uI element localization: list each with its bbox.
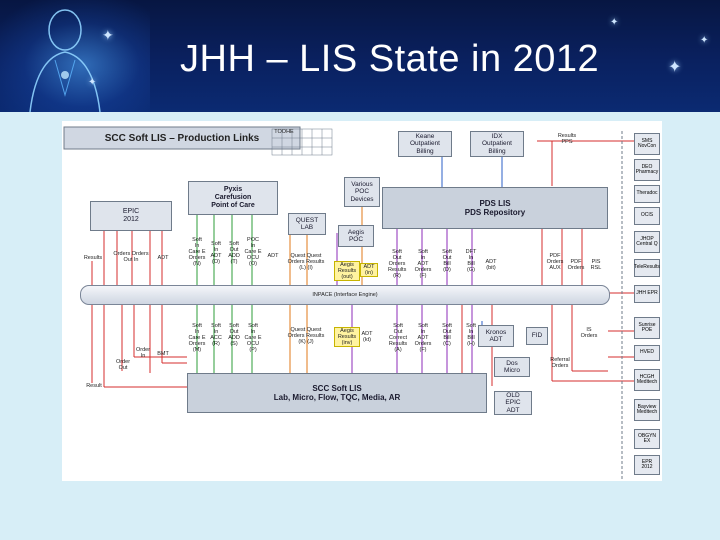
bottom-link-label: Referral Orders [550, 357, 570, 370]
sidebar-system: TeleResults [634, 259, 660, 277]
fid-box: FID [526, 327, 548, 345]
sparkle-icon: ✦ [102, 27, 114, 43]
orders-label: Orders Orders Out In [113, 251, 149, 264]
top-link-label: ADT [267, 253, 279, 259]
pyxis-box: Pyxis Carefusion Point of Care [188, 181, 278, 215]
sidebar-system: Bayview Meditech [634, 399, 660, 421]
idx-billing-box: IDX Outpatient Billing [470, 131, 524, 157]
sidebar-system: Theradoc [634, 185, 660, 203]
top-link-label: PIS RSL [590, 259, 602, 272]
sidebar-system: HCGH Meditech [634, 369, 660, 391]
connection-lines [63, 126, 634, 481]
kronos-adt-box: Kronos ADT [478, 325, 514, 347]
bottom-link-label: Soft In ACC (R) [210, 323, 222, 348]
top-link-label: Aegis Results (out) [334, 261, 360, 282]
bottom-link-label: Soft Out ADD (S) [228, 323, 240, 348]
bottom-link-label: Soft Out Bill (C) [442, 323, 452, 348]
sparkle-icon: ✦ [88, 77, 97, 88]
keane-billing-box: Keane Outpatient Billing [398, 131, 452, 157]
dos-micro-box: Dos Micro [494, 357, 530, 377]
sidebar-system: EPR 2012 [634, 455, 660, 475]
bottom-link-label: IS Orders [580, 327, 598, 340]
results-label: Results [83, 255, 103, 261]
lis-architecture-diagram: SCC Soft LIS – Production Links TOOHE EP… [62, 121, 662, 481]
pds-lis-box: PDS LIS PDS Repository [382, 187, 608, 229]
sidebar-system: SMS NovCon [634, 133, 660, 155]
slide-header: ✦ ✦ ✦ ✦ ✦ JHH – LIS State in 2012 [0, 0, 720, 112]
top-link-label: ADT (bit) [485, 259, 497, 272]
top-link-label: Quest Quest Orders Results (L) (I) [287, 253, 325, 272]
adt-label: ADT [157, 255, 169, 261]
banner-tag: TOOHE [274, 129, 294, 135]
top-link-label: Soft Out Orders Results (R) [388, 249, 407, 280]
bottom-link-label: Soft In Care E Orders (M) [188, 323, 206, 354]
top-link-label: Soft In Care E Orders (N) [188, 237, 206, 268]
bmt-label: BMT [157, 351, 169, 357]
diagram-banner: SCC Soft LIS – Production Links [104, 133, 260, 144]
results-pps-label: Results PPS [557, 133, 577, 146]
sidebar-system: JHOP Central Q [634, 231, 660, 253]
sidebar-system: JHH EPR [634, 285, 660, 303]
order-out-label: Order Out [115, 359, 131, 372]
top-link-label: PDF Orders [567, 259, 585, 272]
top-link-label: Soft In ADT Orders (F) [414, 249, 432, 280]
bottom-link-label: Soft In Bill (H) [466, 323, 476, 348]
old-epic-adt-box: OLD EPIC ADT [494, 391, 532, 415]
interface-engine-bus: INPACE (Interface Engine) [80, 285, 610, 305]
bottom-link-label: Aegis Results (inv) [334, 327, 360, 348]
bottom-link-label: Soft Out Correct Results (A) [388, 323, 408, 354]
bottom-link-label: ADT (kt) [361, 331, 373, 344]
bottom-link-label: Soft In Care E OCU (P) [244, 323, 262, 354]
sidebar-system: OCIS [634, 207, 660, 225]
bottom-link-label: Soft In ADT Orders (F) [414, 323, 432, 354]
bottom-link-label: Quest Quest Orders Results (K) (J) [287, 327, 325, 346]
sparkle-icon: ✦ [700, 35, 709, 46]
top-link-label: Soft Out Bill (D) [442, 249, 452, 274]
result-label: Result [86, 383, 102, 389]
sparkle-icon: ✦ [610, 17, 619, 28]
top-link-label: Soft In ADT (O) [210, 241, 222, 266]
top-link-label: PDF Orders AUX [546, 253, 564, 272]
top-link-label: Soft Out ADD (T) [228, 241, 240, 266]
human-figure-icon [29, 9, 101, 112]
sidebar-system: DEO Pharmacy [634, 159, 660, 181]
epic-box: EPIC 2012 [90, 201, 172, 231]
aegis-poc-box: Aegis POC [338, 225, 374, 247]
top-link-label: POC In Care E OCU (O) [244, 237, 262, 268]
order-in-label: Order In [135, 347, 151, 360]
quest-lab-box: QUEST LAB [288, 213, 326, 235]
sidebar-system: OBGYN EX [634, 429, 660, 449]
sparkle-icon: ✦ [668, 59, 682, 76]
slide-title: JHH – LIS State in 2012 [180, 38, 600, 80]
top-link-label: ADT (in) [360, 263, 378, 278]
sidebar-system: Sunrise POE [634, 317, 660, 339]
sidebar-system: HVED [634, 345, 660, 361]
various-poc-box: Various POC Devices [344, 177, 380, 207]
scc-soft-lis-box: SCC Soft LIS Lab, Micro, Flow, TQC, Medi… [187, 373, 487, 413]
top-link-label: DFT In Bill (G) [465, 249, 477, 274]
